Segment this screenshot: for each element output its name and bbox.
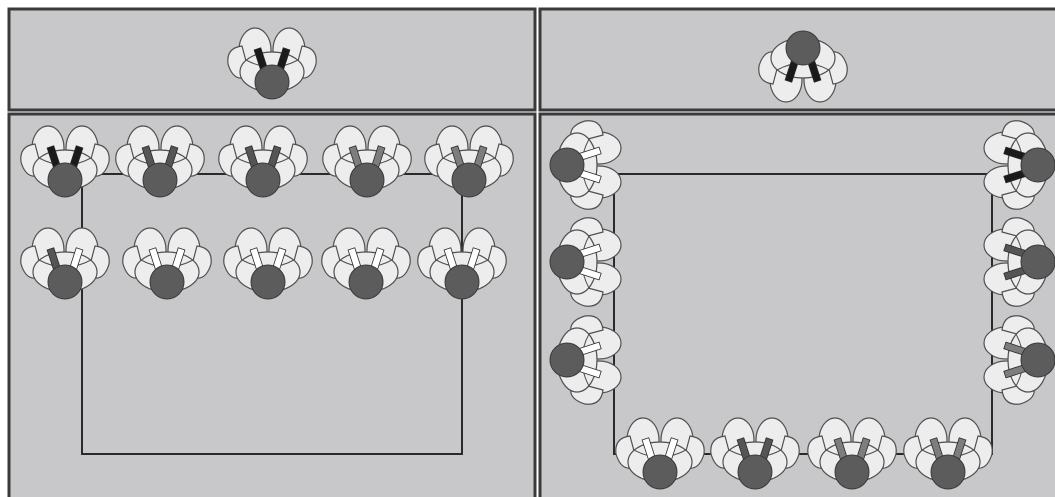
head bbox=[444, 264, 480, 300]
head bbox=[254, 64, 290, 100]
seated-figure bbox=[903, 417, 993, 490]
seated-figure bbox=[424, 125, 514, 198]
seated-figure bbox=[322, 125, 412, 198]
seated-figure bbox=[615, 417, 705, 490]
head bbox=[348, 264, 384, 300]
head bbox=[250, 264, 286, 300]
head bbox=[1020, 244, 1055, 280]
right-lead-figure-group bbox=[758, 30, 848, 103]
head bbox=[549, 244, 585, 280]
left-panel bbox=[7, 7, 537, 497]
head bbox=[642, 454, 678, 490]
head bbox=[1020, 147, 1055, 183]
head bbox=[451, 162, 487, 198]
left-lead-figure bbox=[227, 27, 317, 100]
seated-figure bbox=[807, 417, 897, 490]
seated-figure bbox=[549, 120, 622, 210]
seated-figure bbox=[218, 125, 308, 198]
right-lead-figure bbox=[758, 30, 848, 103]
head bbox=[549, 147, 585, 183]
head bbox=[737, 454, 773, 490]
head bbox=[785, 30, 821, 66]
right-right-side-figures bbox=[983, 120, 1055, 405]
seated-figure bbox=[549, 217, 622, 307]
left-row-2 bbox=[20, 227, 507, 300]
seated-figure bbox=[417, 227, 507, 300]
right-bottom-figures bbox=[615, 417, 993, 490]
head bbox=[1020, 342, 1055, 378]
seated-figure bbox=[321, 227, 411, 300]
head bbox=[834, 454, 870, 490]
head bbox=[349, 162, 385, 198]
seated-figure bbox=[983, 315, 1055, 405]
head bbox=[149, 264, 185, 300]
right-panel bbox=[538, 7, 1055, 497]
right-left-side-figures bbox=[549, 120, 622, 405]
head bbox=[47, 264, 83, 300]
seated-figure bbox=[20, 227, 110, 300]
left-row-1 bbox=[20, 125, 514, 198]
seated-figure bbox=[549, 315, 622, 405]
head bbox=[47, 162, 83, 198]
head bbox=[549, 342, 585, 378]
seated-figure bbox=[710, 417, 800, 490]
seated-figure bbox=[223, 227, 313, 300]
seated-figure bbox=[115, 125, 205, 198]
seated-figure bbox=[983, 120, 1055, 210]
seated-figure bbox=[983, 217, 1055, 307]
head bbox=[142, 162, 178, 198]
head bbox=[245, 162, 281, 198]
head bbox=[930, 454, 966, 490]
seated-figure bbox=[20, 125, 110, 198]
left-lead-figure-group bbox=[227, 27, 317, 100]
seated-figure bbox=[122, 227, 212, 300]
